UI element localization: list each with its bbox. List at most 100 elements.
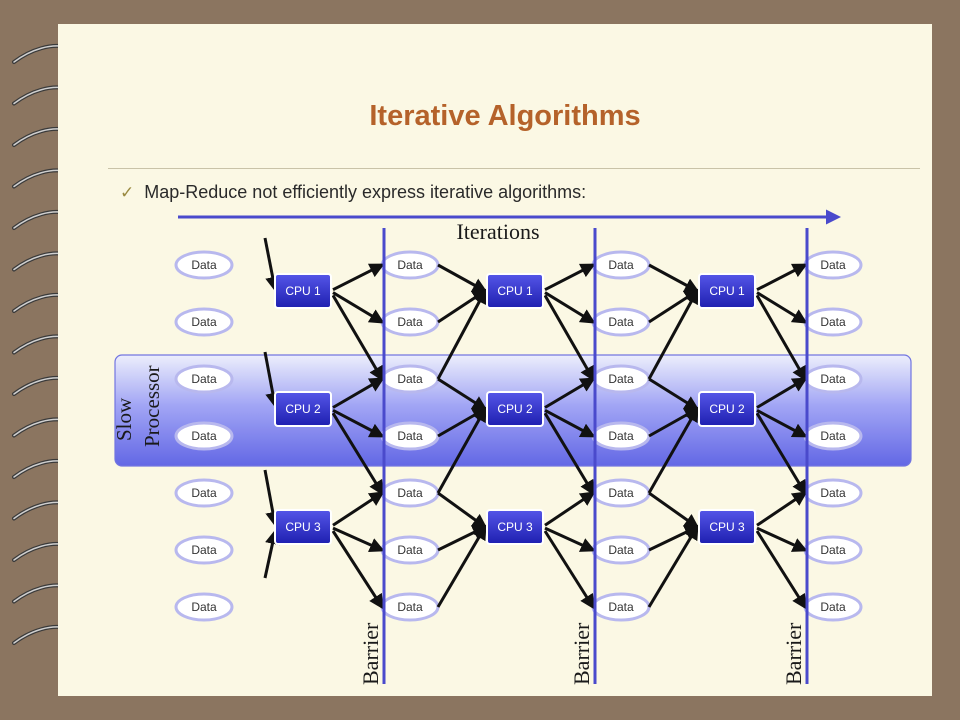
- data-node: Data: [174, 592, 234, 622]
- data-node: Data: [591, 421, 651, 451]
- cpu-node: CPU 2: [486, 391, 544, 427]
- data-node-label: Data: [608, 258, 634, 272]
- flow-arrow: [332, 377, 385, 409]
- flow-arrow: [436, 406, 487, 494]
- data-node: Data: [380, 592, 440, 622]
- data-node-label: Data: [608, 315, 634, 329]
- data-node: Data: [591, 592, 651, 622]
- data-node-label: Data: [608, 543, 634, 557]
- checkmark-icon: ✓: [120, 183, 135, 202]
- flow-arrow: [648, 377, 700, 411]
- data-node: Data: [803, 535, 863, 565]
- flow-arrow: [332, 291, 385, 324]
- data-node-label: Data: [820, 258, 846, 272]
- flow-arrow: [544, 291, 596, 324]
- data-node: Data: [803, 478, 863, 508]
- flow-arrow: [647, 406, 699, 494]
- flow-arrow: [331, 294, 384, 382]
- cpu-node-label: CPU 1: [285, 284, 321, 298]
- cpu-node: CPU 1: [274, 273, 332, 309]
- data-node-label: Data: [397, 429, 423, 443]
- cpu-node: CPU 3: [698, 509, 756, 545]
- data-node: Data: [380, 364, 440, 394]
- data-node-label: Data: [191, 372, 217, 386]
- flow-arrow: [755, 294, 807, 382]
- data-node-label: Data: [191, 315, 217, 329]
- iterations-label: Iterations: [456, 219, 539, 244]
- cpu-node-label: CPU 1: [709, 284, 745, 298]
- flow-arrow: [543, 530, 595, 610]
- data-node: Data: [591, 250, 651, 280]
- flow-arrow: [647, 288, 699, 380]
- data-node-label: Data: [820, 429, 846, 443]
- data-node: Data: [174, 535, 234, 565]
- barrier-label: Barrier: [358, 622, 383, 685]
- flow-arrow: [437, 491, 488, 529]
- data-node-label: Data: [820, 372, 846, 386]
- flow-arrow: [331, 412, 384, 496]
- flow-arrow: [755, 530, 807, 610]
- flow-arrow: [756, 491, 808, 527]
- flow-arrow: [263, 237, 281, 292]
- flow-arrow: [756, 377, 808, 409]
- flow-arrow: [436, 524, 487, 608]
- data-node-label: Data: [397, 315, 423, 329]
- cpu-node-label: CPU 2: [709, 402, 745, 416]
- flow-arrow: [437, 263, 488, 293]
- data-node: Data: [174, 421, 234, 451]
- barrier-label: Barrier: [781, 622, 806, 685]
- data-node-label: Data: [608, 600, 634, 614]
- cpu-node: CPU 1: [698, 273, 756, 309]
- flow-arrow: [756, 409, 808, 438]
- flow-arrow: [544, 263, 596, 292]
- data-node-label: Data: [608, 429, 634, 443]
- flow-arrow: [332, 263, 385, 292]
- flow-arrow: [543, 294, 595, 382]
- bullet-item: ✓ Map-Reduce not efficiently express iter…: [120, 182, 586, 208]
- data-node-label: Data: [608, 486, 634, 500]
- data-node: Data: [591, 364, 651, 394]
- data-node: Data: [591, 307, 651, 337]
- data-node: Data: [174, 307, 234, 337]
- flow-arrow: [544, 526, 596, 552]
- cpu-node-label: CPU 3: [285, 520, 321, 534]
- data-node: Data: [591, 478, 651, 508]
- cpu-node: CPU 1: [486, 273, 544, 309]
- flow-arrow: [436, 288, 487, 380]
- flow-arrow: [755, 412, 807, 496]
- data-node: Data: [174, 364, 234, 394]
- data-node: Data: [803, 364, 863, 394]
- data-node: Data: [380, 421, 440, 451]
- data-node: Data: [380, 535, 440, 565]
- barrier-label: Barrier: [569, 622, 594, 685]
- flow-arrow: [543, 412, 595, 496]
- data-node: Data: [380, 250, 440, 280]
- data-node-label: Data: [397, 372, 423, 386]
- data-node: Data: [803, 250, 863, 280]
- flow-arrow: [544, 377, 596, 409]
- data-node-label: Data: [820, 543, 846, 557]
- data-node-label: Data: [397, 258, 423, 272]
- bullet-text: Map-Reduce not efficiently express itera…: [144, 182, 587, 202]
- flow-arrow: [332, 409, 385, 438]
- data-node: Data: [803, 592, 863, 622]
- data-node: Data: [803, 307, 863, 337]
- flow-arrow: [332, 526, 385, 552]
- cpu-node: CPU 2: [274, 391, 332, 427]
- data-node-label: Data: [820, 486, 846, 500]
- flow-arrow: [647, 524, 699, 608]
- data-node-label: Data: [820, 600, 846, 614]
- data-node-label: Data: [820, 315, 846, 329]
- data-node-label: Data: [397, 543, 423, 557]
- flow-arrow: [648, 263, 700, 293]
- data-node-label: Data: [191, 600, 217, 614]
- cpu-node-label: CPU 2: [497, 402, 533, 416]
- flow-arrow: [544, 491, 596, 527]
- data-node-label: Data: [397, 486, 423, 500]
- title-divider: [108, 168, 920, 169]
- data-node: Data: [591, 535, 651, 565]
- data-node-label: Data: [191, 429, 217, 443]
- flow-arrow: [332, 491, 385, 527]
- cpu-node-label: CPU 3: [497, 520, 533, 534]
